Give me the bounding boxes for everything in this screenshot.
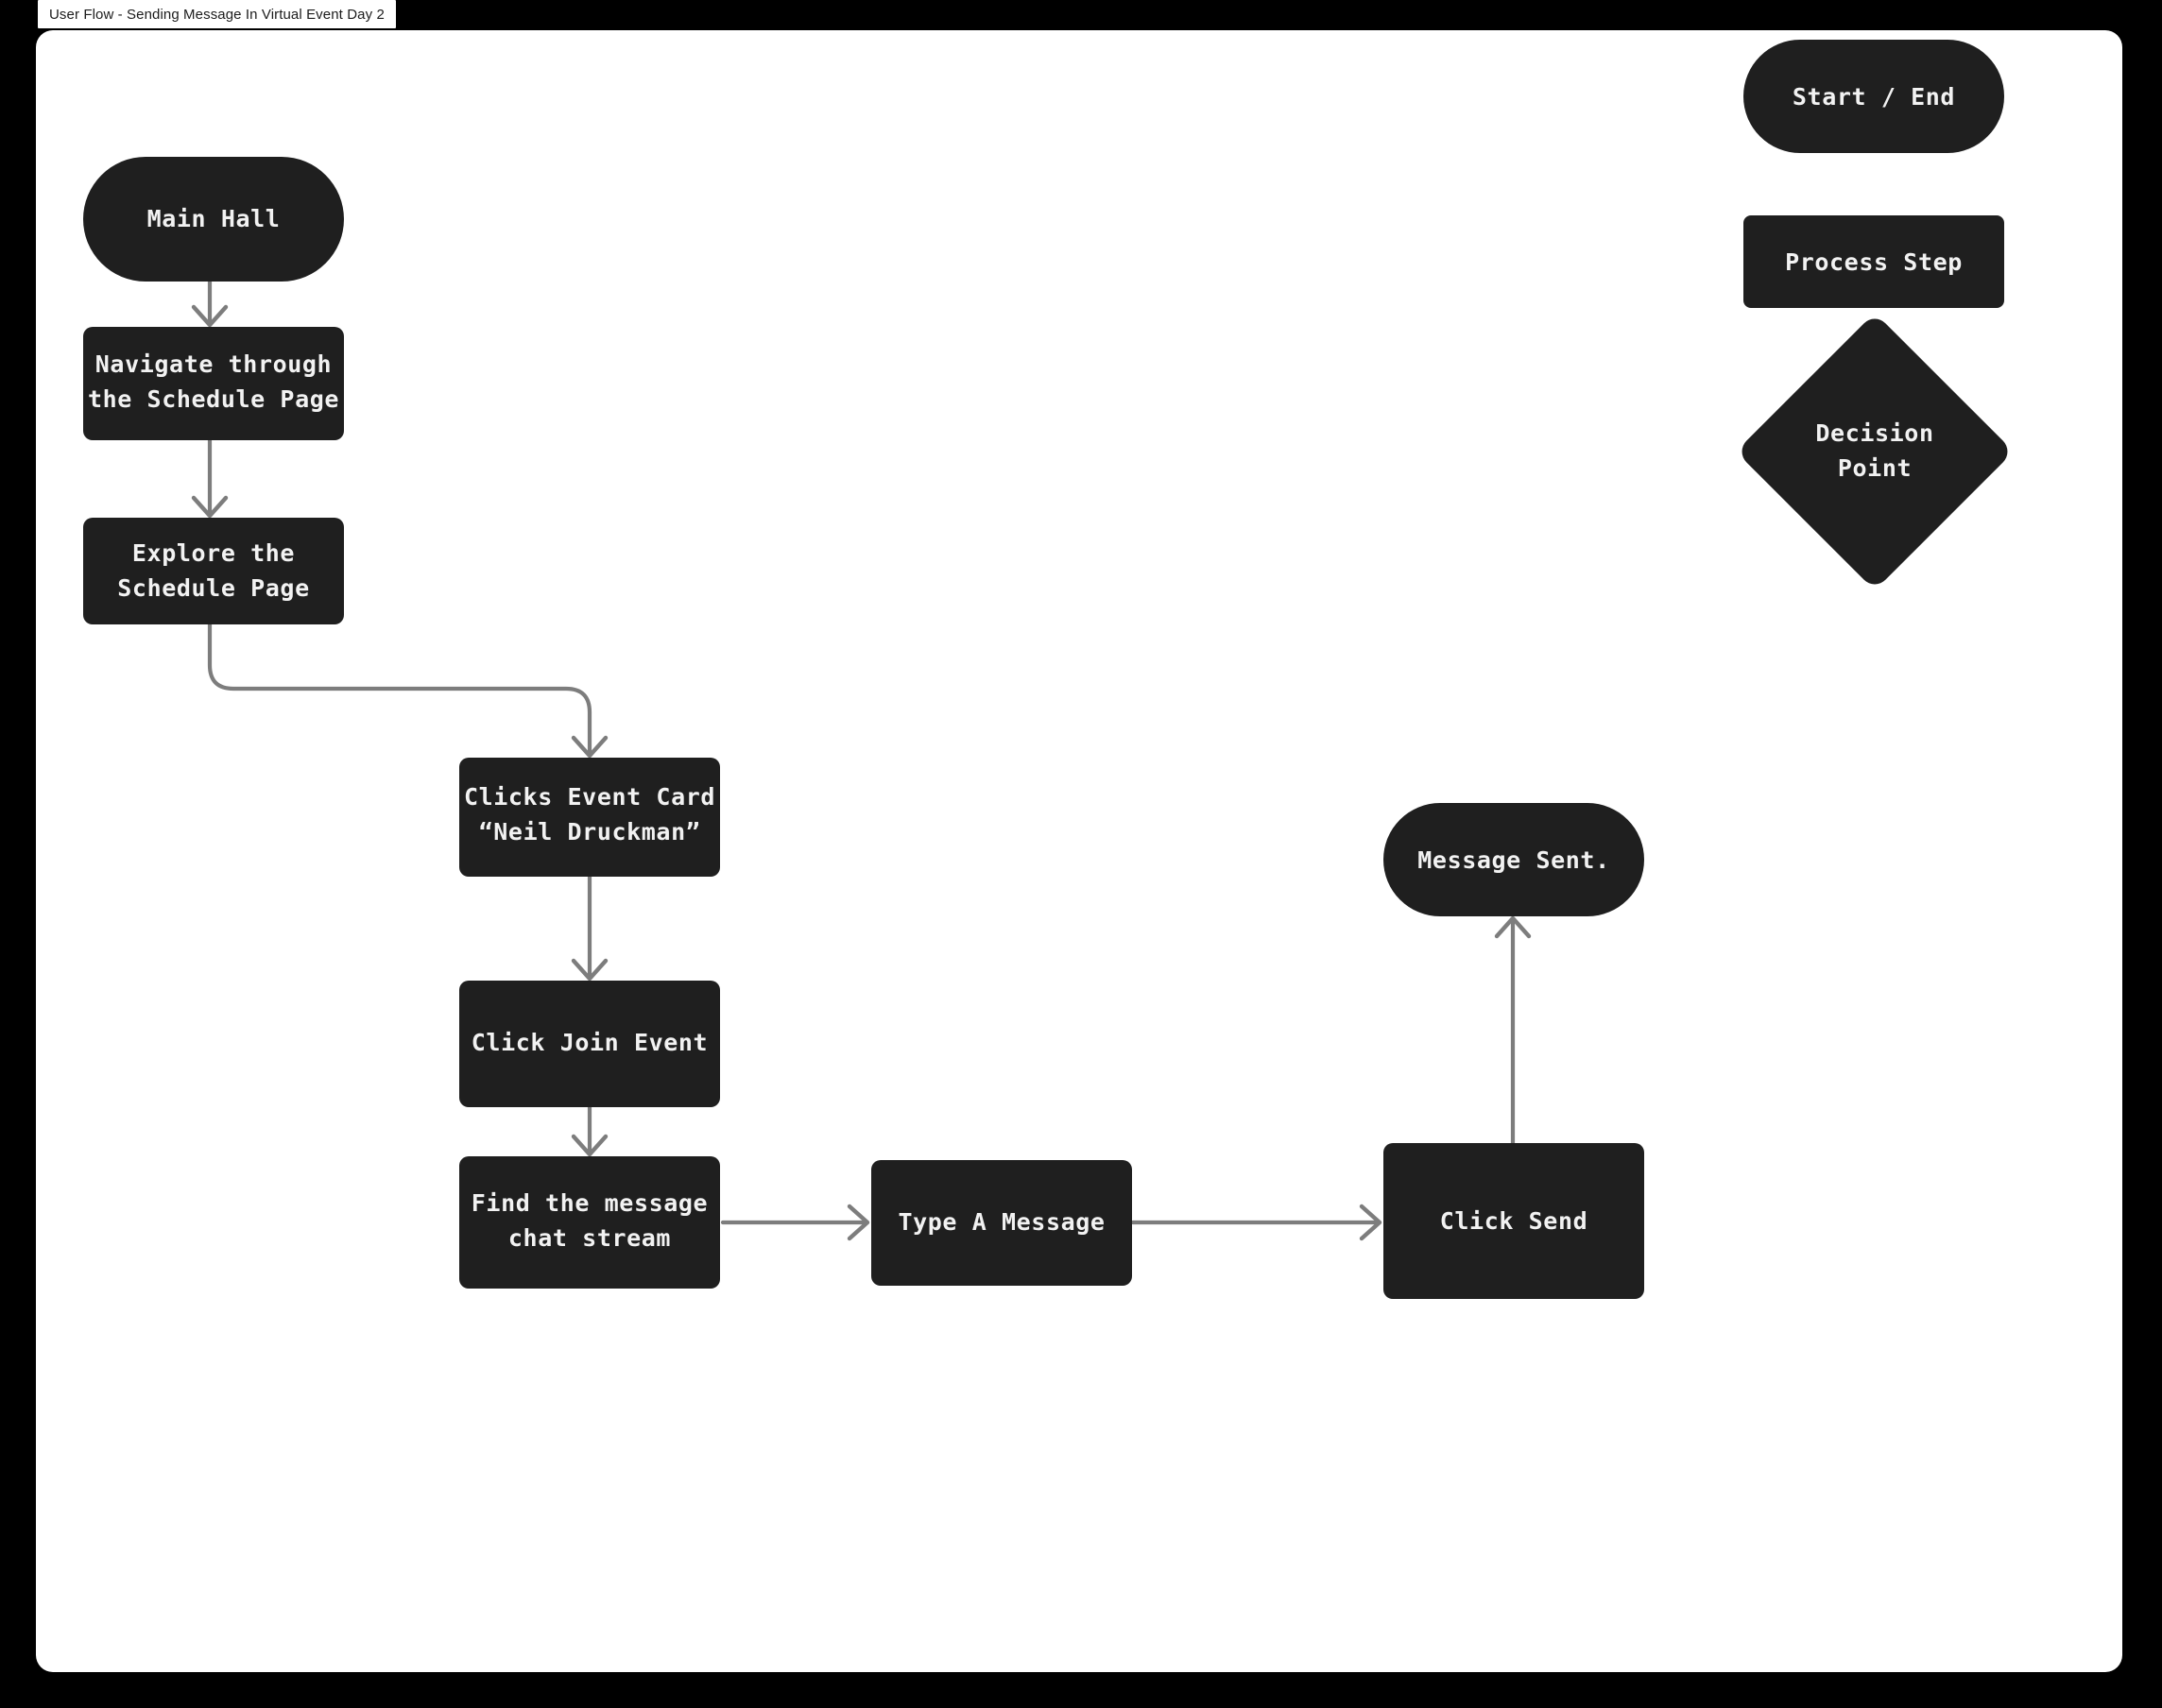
node-message-sent-label: Message Sent. [1417,846,1609,874]
node-clicks-event-card[interactable]: Clicks Event Card “Neil Druckman” [459,758,720,877]
legend-decision-point-label-line1: Decision [1815,419,1933,447]
flowchart-canvas[interactable]: Main Hall Navigate through the Schedule … [36,30,2122,1672]
node-click-join-event-shape [459,981,720,1107]
edge-clicks-event-card-to-join-event [571,874,609,982]
node-navigate-schedule-label-line2: the Schedule Page [88,385,339,413]
flowchart-svg: Main Hall Navigate through the Schedule … [83,40,2014,1299]
legend-process-step[interactable]: Process Step [1743,215,2004,308]
node-find-chat-stream-label-line1: Find the message [472,1189,708,1217]
node-click-join-event-label: Click Join Event [472,1029,708,1056]
edge-join-event-to-find-chat [571,1104,609,1157]
legend-decision-point-label-line2: Point [1838,454,1912,482]
node-clicks-event-card-shape [459,758,720,877]
node-click-send[interactable]: Click Send [1383,1143,1644,1299]
edge-navigate-to-explore [191,437,229,519]
edge-explore-to-clicks-event-card [207,622,609,759]
node-main-hall-label: Main Hall [147,205,281,232]
node-explore-schedule-label-line1: Explore the [132,539,295,567]
diagram-title-tab[interactable]: User Flow - Sending Message In Virtual E… [38,0,396,28]
node-explore-schedule-label-line2: Schedule Page [117,574,309,602]
node-clicks-event-card-label-line2: “Neil Druckman” [479,818,701,845]
node-navigate-schedule-label-line1: Navigate through [95,350,332,378]
node-click-join-event[interactable]: Click Join Event [459,981,720,1107]
node-find-chat-stream[interactable]: Find the message chat stream [459,1156,720,1289]
node-message-sent[interactable]: Message Sent. [1383,803,1644,916]
node-type-a-message-label: Type A Message [898,1208,1105,1236]
node-click-send-label: Click Send [1440,1207,1588,1235]
legend-process-step-shape [1743,215,2004,308]
node-navigate-schedule[interactable]: Navigate through the Schedule Page [83,327,344,440]
edge-main-hall-to-navigate [191,279,229,328]
node-click-send-shape [1383,1143,1644,1299]
node-explore-schedule-shape [83,518,344,624]
node-type-a-message[interactable]: Type A Message [871,1160,1132,1286]
node-navigate-schedule-shape [83,327,344,440]
node-clicks-event-card-label-line1: Clicks Event Card [464,783,715,811]
node-explore-schedule[interactable]: Explore the Schedule Page [83,518,344,624]
node-main-hall[interactable]: Main Hall [83,157,344,282]
node-message-sent-shape [1383,803,1644,916]
node-find-chat-stream-label-line2: chat stream [508,1224,671,1252]
legend-start-end[interactable]: Start / End [1743,40,2004,153]
diagram-title-text: User Flow - Sending Message In Virtual E… [49,6,385,23]
node-find-chat-stream-shape [459,1156,720,1289]
legend-decision-point-shape [1742,318,2008,585]
edge-type-message-to-click-send [1130,1204,1382,1241]
edge-click-send-to-message-sent [1494,915,1532,1170]
legend-start-end-label: Start / End [1793,83,1955,111]
legend-start-end-shape [1743,40,2004,153]
legend-process-step-label: Process Step [1785,248,1963,276]
node-main-hall-shape [83,157,344,282]
legend-decision-point[interactable]: Decision Point [1736,313,2014,590]
edge-find-chat-to-type-message [720,1204,870,1241]
node-type-a-message-shape [871,1160,1132,1286]
